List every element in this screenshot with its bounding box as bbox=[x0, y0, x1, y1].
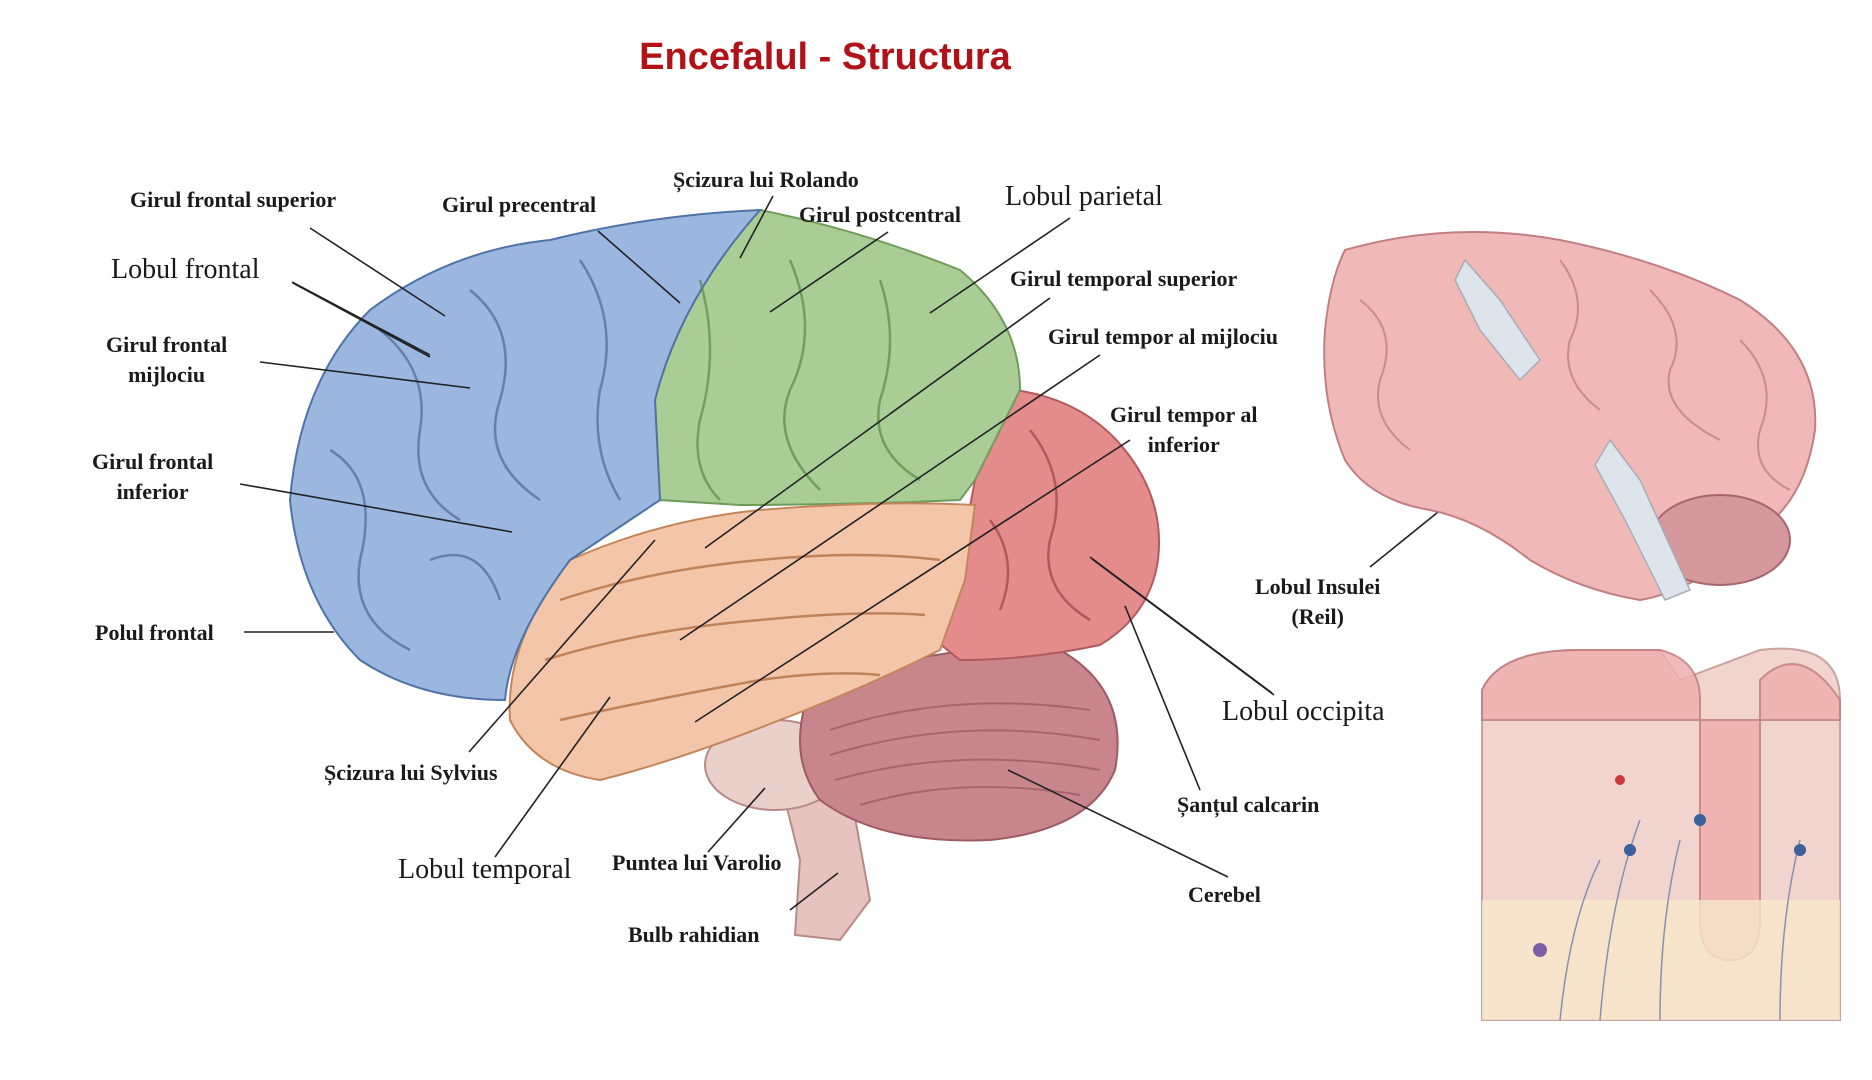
label-cerebel: Cerebel bbox=[1188, 882, 1261, 907]
slide-title: Encefalul - Structura bbox=[639, 36, 1011, 78]
label-lobul-insulei: Lobul Insulei (Reil) bbox=[1255, 574, 1381, 629]
label-girul-frontal-mijlociu: Girul frontal mijlociu bbox=[106, 332, 228, 387]
main-brain bbox=[288, 208, 1161, 942]
label-bulb-rahidian: Bulb rahidian bbox=[628, 922, 760, 947]
label-polul-frontal: Polul frontal bbox=[95, 620, 214, 645]
label-girul-frontal-inferior: Girul frontal inferior bbox=[92, 449, 214, 504]
label-girul-precentral: Girul precentral bbox=[442, 192, 597, 217]
label-girul-temporal-mijlociu: Girul tempor al mijlociu bbox=[1048, 324, 1278, 349]
label-lobul-temporal: Lobul temporal bbox=[398, 854, 572, 885]
label-puntea-varolio: Puntea lui Varolio bbox=[612, 850, 782, 875]
leader-lines bbox=[239, 195, 1496, 911]
label-santul-calcarin: Șanțul calcarin bbox=[1177, 792, 1320, 817]
label-girul-temporal-superior: Girul temporal superior bbox=[1010, 266, 1238, 291]
label-scizura-rolando: Șcizura lui Rolando bbox=[673, 167, 859, 192]
label-lobul-parietal: Lobul parietal bbox=[1005, 181, 1163, 212]
label-girul-temporal-inferior: Girul tempor al inferior bbox=[1110, 402, 1258, 457]
label-girul-postcentral: Girul postcentral bbox=[799, 202, 961, 227]
label-lobul-occipital: Lobul occipita bbox=[1222, 696, 1385, 727]
label-lobul-frontal: Lobul frontal bbox=[111, 254, 260, 285]
insula-brain bbox=[1323, 231, 1817, 602]
frontal-lobe bbox=[288, 208, 763, 702]
cortex-section bbox=[1481, 647, 1841, 1021]
label-girul-frontal-superior: Girul frontal superior bbox=[130, 187, 337, 212]
label-scizura-sylvius: Șcizura lui Sylvius bbox=[324, 760, 498, 785]
